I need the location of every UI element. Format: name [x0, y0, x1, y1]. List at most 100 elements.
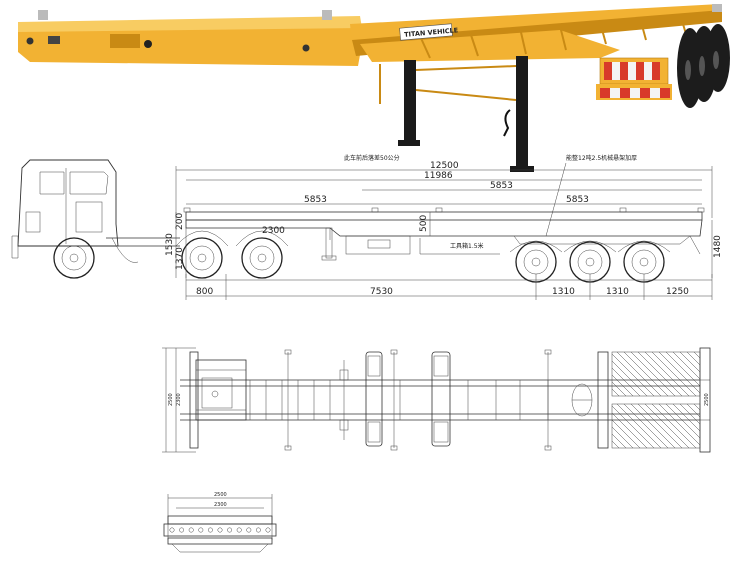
- photo-front-bracket: [48, 36, 60, 44]
- deck-hatch-line: [651, 351, 697, 397]
- cab-body: [17, 159, 119, 247]
- deck-hatch-line: [637, 351, 683, 397]
- trailer-frame-side: 工具箱1.5米: [183, 207, 705, 261]
- deck-hatch-line: [672, 351, 701, 380]
- photo-kingpin-light: [144, 40, 152, 48]
- plan-width-outer: 2500: [168, 393, 174, 406]
- deck-hatch-line: [679, 351, 701, 373]
- dim-height-1370: 1370: [175, 247, 185, 270]
- rear-bolt: [207, 527, 213, 533]
- deck-hatch-line: [611, 388, 620, 397]
- rear-bolt: [265, 527, 271, 533]
- deck-hatch-line: [611, 412, 648, 449]
- deck-hatch-line: [611, 426, 634, 449]
- photo-leg-braces: [379, 64, 517, 104]
- dim-overall: 12500: [175, 161, 713, 218]
- deck-hatch-line: [611, 405, 655, 449]
- trailer-axles-side: [509, 235, 701, 283]
- rear-bolt: [236, 527, 242, 533]
- deck-hatch-line: [644, 403, 690, 449]
- photo-twistlock-front: [322, 10, 332, 20]
- deck-hatch-line: [611, 381, 627, 397]
- deck-hatch-line: [693, 403, 701, 411]
- deck-hatch-line: [693, 351, 701, 359]
- deck-hatch-line: [644, 351, 690, 397]
- photo-landing-leg-right: [516, 56, 528, 168]
- photo-twistlock-front-2: [38, 10, 48, 20]
- note-suspension: 能整12吨2.5机械悬架加厚: [566, 154, 637, 162]
- dim-span-left: 5853: [304, 195, 327, 205]
- deck-hatch-line: [665, 351, 701, 387]
- dim-verticals: 1530 1370 200 500 1480: [165, 212, 723, 278]
- photo-landing-leg-left-foot: [398, 140, 420, 146]
- deck-hatch-line: [611, 360, 648, 397]
- rear-bolt: [188, 527, 194, 533]
- side-elevation: 此车前后落差50公分 能整12吨2.5机械悬架加厚 12500 11986 58…: [11, 154, 723, 300]
- deck-hatch-line: [611, 419, 641, 449]
- dim-rear-height: 1480: [713, 235, 723, 258]
- dim-span-upper: 5853: [490, 181, 513, 191]
- plan-rear-deck: [597, 347, 711, 453]
- rear-bolt: [246, 527, 252, 533]
- photo-front-beam-top: [18, 16, 362, 32]
- dim-axle-spacing-1: 1310: [552, 287, 575, 297]
- deck-hatch-line: [637, 403, 683, 449]
- dim-frame: 11986: [186, 171, 702, 181]
- photo-landing-leg-left: [404, 60, 416, 144]
- plan-twistlock-posts: [284, 349, 552, 451]
- photo-side-light: [302, 44, 310, 52]
- deck-hatch-line: [630, 351, 676, 397]
- tractor-unit: [11, 159, 289, 279]
- deck-hatch-line: [665, 403, 701, 439]
- note-toolbox: 工具箱1.5米: [450, 242, 484, 250]
- photo-front-light: [26, 37, 34, 45]
- rear-end-view: 2500 2300: [163, 492, 277, 553]
- rear-width-outer: 2500: [214, 492, 227, 498]
- rear-bolt: [179, 527, 185, 533]
- photo-rear-twistlock: [712, 4, 722, 12]
- deck-hatch-line: [611, 353, 655, 397]
- deck-hatch-line: [672, 403, 701, 432]
- photo-crank-handle: [503, 109, 511, 137]
- rear-bolt: [255, 527, 261, 533]
- deck-hatch-line: [686, 351, 701, 366]
- dim-kingpin-2300: 2300: [262, 226, 285, 236]
- dim-spans: 5853 5853 5853: [186, 181, 702, 205]
- deck-hatch-line: [611, 367, 641, 397]
- deck-hatch-line: [651, 403, 697, 449]
- deck-hatch-line: [630, 403, 676, 449]
- rear-bolt: [169, 527, 175, 533]
- dim-frame-length: 11986: [424, 171, 453, 181]
- photo-rear-bumper: [596, 57, 672, 100]
- dim-leg-500: 500: [419, 215, 429, 232]
- tractor-wheels: [53, 230, 289, 279]
- dim-bottom: 800 7530 1310 1310 1250: [185, 274, 713, 300]
- rear-width-inner: 2300: [214, 502, 227, 508]
- plan-rear-width: 2500: [704, 393, 710, 406]
- photo-crossmembers: [419, 13, 687, 59]
- rear-bolt: [227, 527, 233, 533]
- photo-tires: [677, 24, 730, 108]
- note-height-drop: 此车前后落差50公分: [344, 154, 400, 162]
- rear-bolt: [198, 527, 204, 533]
- dim-rear-overhang: 1250: [666, 287, 689, 297]
- dim-height-1530: 1530: [165, 233, 175, 256]
- deck-hatch-line: [611, 440, 620, 449]
- dim-front-overhang: 800: [196, 287, 213, 297]
- deck-hatch-line: [686, 403, 701, 418]
- photo-landing-leg-right-foot: [510, 166, 534, 172]
- dim-axle-spacing-2: 1310: [606, 287, 629, 297]
- deck-hatch-line: [679, 403, 701, 425]
- deck-hatch-line: [658, 403, 701, 446]
- plan-view: 2500 2300: [162, 347, 711, 453]
- deck-hatch-line: [611, 374, 634, 397]
- rear-bolt-row: [169, 527, 271, 533]
- dim-gooseneck-200: 200: [175, 213, 185, 230]
- dim-overall-length: 12500: [430, 161, 459, 171]
- plan-width-inner: 2300: [176, 393, 182, 406]
- deck-hatch-line: [611, 433, 627, 449]
- leader-suspension: [545, 162, 567, 237]
- photo-front-beam: [18, 26, 362, 66]
